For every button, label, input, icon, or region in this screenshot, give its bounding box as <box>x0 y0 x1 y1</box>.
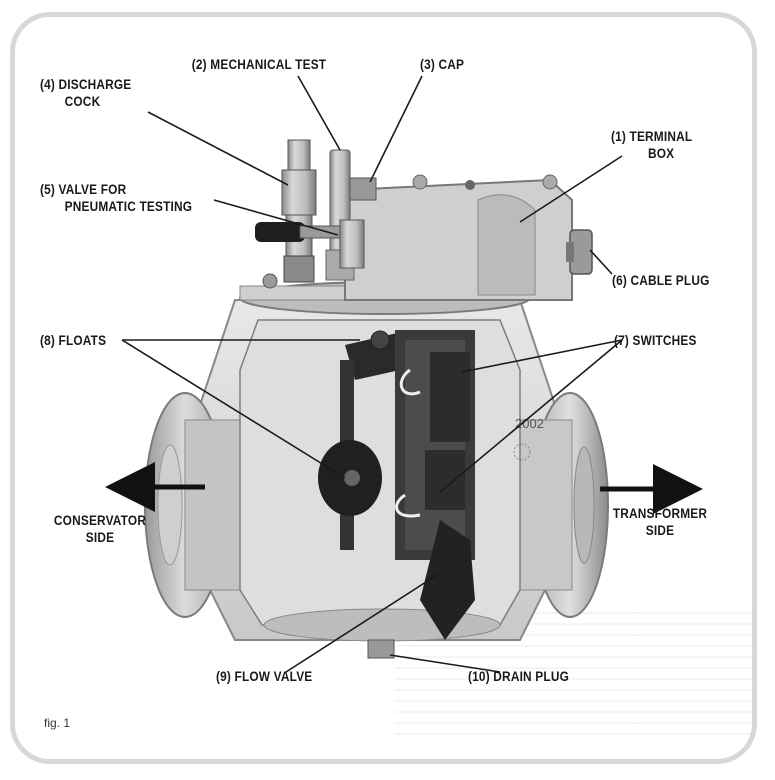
conservator-side-label-line1: CONSERVATOR <box>53 513 147 528</box>
terminal-box-label-line2: BOX <box>647 146 675 161</box>
terminal-box-label: (1) TERMINAL BOX <box>611 128 692 162</box>
cap <box>349 177 377 201</box>
upper-switch <box>430 352 470 442</box>
transformer-side-label-line1: TRANSFORMER <box>612 506 708 521</box>
discharge-cock-label-line2: COCK <box>64 94 101 109</box>
transformer-side-label: TRANSFORMER SIDE <box>607 505 713 539</box>
internal-mechanism <box>318 330 475 640</box>
flow-valve-label: (9) FLOW VALVE <box>216 669 313 684</box>
drain-plug <box>367 639 395 659</box>
relay-body: 2002 <box>144 270 609 642</box>
terminal-box-label-line1: (1) TERMINAL <box>611 129 693 144</box>
floats-label: (8) FLOATS <box>40 333 107 348</box>
mechanical-test-label: (2) MECHANICAL TEST <box>191 57 327 72</box>
pneumatic-test-valve <box>255 219 365 269</box>
cap-label: (3) CAP <box>420 57 465 72</box>
leader-lines <box>121 75 623 673</box>
lower-switch <box>425 450 465 510</box>
conservator-side-label: CONSERVATOR SIDE <box>47 512 153 546</box>
cable-plug <box>566 229 593 275</box>
figure-caption: fig. 1 <box>44 716 71 730</box>
terminal-box <box>344 174 573 301</box>
transformer-side-label-line2: SIDE <box>645 523 675 538</box>
pneumatic-valve-label: (5) VALVE FOR PNEUMATIC TESTING <box>40 181 192 215</box>
pneumatic-valve-label-line2: PNEUMATIC TESTING <box>64 199 193 214</box>
discharge-cock-label: (4) DISCHARGE COCK <box>40 76 131 110</box>
discharge-cock <box>281 139 317 283</box>
discharge-cock-label-line1: (4) DISCHARGE <box>40 77 132 92</box>
switches-label: (7) SWITCHES <box>614 333 697 348</box>
conservator-side-label-line2: SIDE <box>85 530 115 545</box>
pneumatic-valve-label-line1: (5) VALVE FOR <box>40 182 127 197</box>
flow-valve-flap <box>420 520 475 640</box>
cable-plug-label: (6) CABLE PLUG <box>612 273 710 288</box>
body-marking-text: 2002 <box>515 416 544 431</box>
drain-plug-label: (10) DRAIN PLUG <box>468 669 569 684</box>
